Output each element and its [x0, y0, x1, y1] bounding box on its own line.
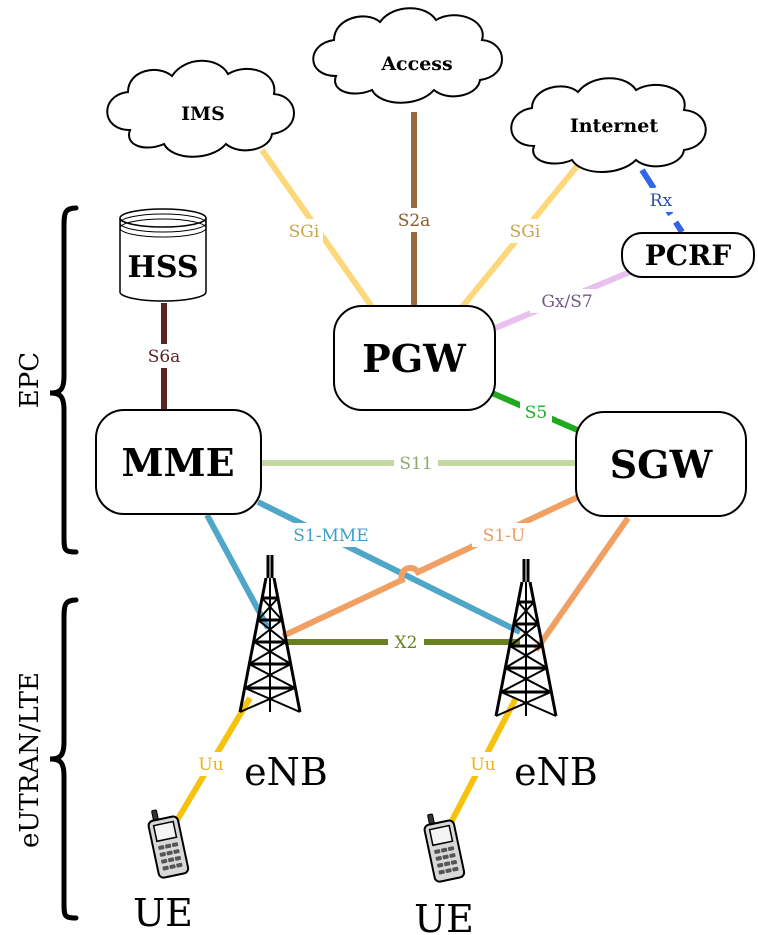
- enb-right-label: eNB: [514, 750, 598, 794]
- uu-right-label: Uu: [470, 755, 495, 775]
- sgi-ims-label: SGi: [289, 222, 320, 242]
- mme-label: MME: [121, 440, 234, 485]
- rx-label: Rx: [650, 191, 673, 211]
- s1-mme-label: S1-MME: [293, 526, 368, 546]
- internet-cloud-label: Internet: [570, 115, 658, 137]
- ims-cloud-label: IMS: [181, 103, 225, 125]
- antenna-tower-icon: [238, 555, 302, 713]
- ims-cloud: IMS: [106, 59, 295, 158]
- sgw-label: SGW: [610, 442, 714, 487]
- s1-mme-link-right: [256, 499, 522, 635]
- antenna-tower-icon: [494, 559, 558, 717]
- mobile-phone-icon: [423, 813, 466, 883]
- pcrf-label: PCRF: [645, 239, 732, 272]
- hss-database: HSS: [119, 208, 207, 302]
- epc-brace: [49, 205, 79, 555]
- pgw-label: PGW: [362, 336, 467, 381]
- s6a-label: S6a: [148, 347, 181, 367]
- s1-u-label: S1-U: [483, 526, 526, 546]
- mobile-phone-icon: [147, 809, 190, 879]
- internet-cloud: Internet: [510, 77, 707, 173]
- s1-mme-link-left: [204, 513, 271, 630]
- s11-label: S11: [399, 454, 432, 474]
- eutran-brace: [49, 597, 79, 921]
- ue-right-label: UE: [414, 897, 474, 935]
- ue-left-label: UE: [133, 891, 193, 935]
- s1-u-link-right: [533, 516, 631, 652]
- epc-group-label: EPC: [15, 352, 45, 408]
- mme-node: MME: [95, 409, 262, 515]
- enb-left-label: eNB: [244, 750, 328, 794]
- access-cloud-label: Access: [380, 53, 452, 75]
- uu-left-label: Uu: [198, 755, 223, 775]
- s1-u-link-left: [281, 493, 582, 639]
- hss-label: HSS: [127, 250, 198, 285]
- sgw-node: SGW: [575, 411, 747, 517]
- gx-s7-label: Gx/S7: [541, 292, 592, 312]
- access-cloud: Access: [312, 7, 503, 104]
- pcrf-node: PCRF: [621, 232, 755, 278]
- s5-label: S5: [525, 403, 547, 423]
- x2-label: X2: [395, 633, 418, 653]
- sgi-internet-label: SGi: [510, 222, 541, 242]
- pgw-node: PGW: [333, 305, 496, 411]
- s2a-label: S2a: [398, 211, 431, 231]
- eutran-group-label: eUTRAN/LTE: [15, 672, 45, 848]
